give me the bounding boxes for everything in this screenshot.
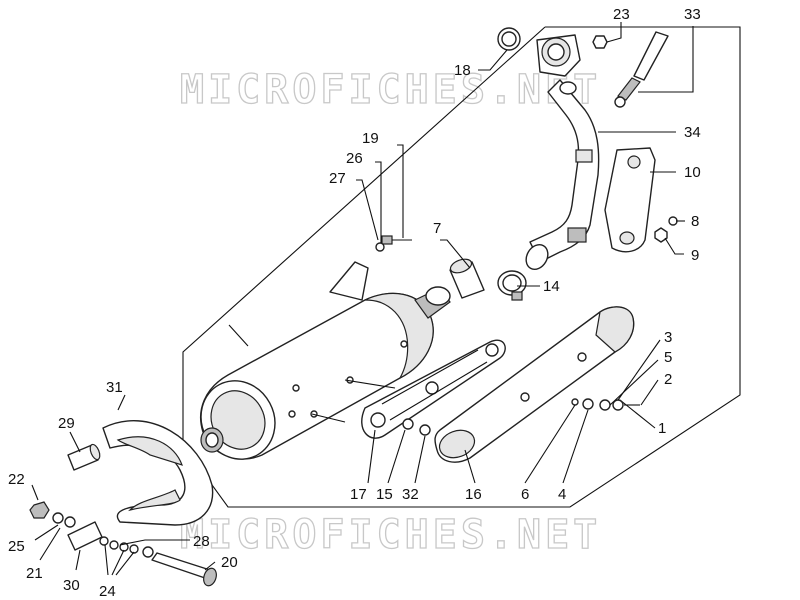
callout-24: 24 [99, 583, 116, 600]
leader-lines [31, 22, 694, 576]
callout-31: 31 [106, 379, 123, 396]
callout-10: 10 [684, 164, 701, 181]
washer-set [99, 536, 154, 558]
callout-2: 2 [664, 371, 672, 388]
watermark-bottom: MICROFICHES.NET [180, 512, 601, 558]
callout-30: 30 [63, 577, 80, 594]
support-bracket [102, 420, 214, 526]
muffler [199, 261, 451, 460]
exhaust-flange [536, 34, 581, 95]
callout-20: 20 [221, 554, 238, 571]
bracket-bolt [375, 235, 412, 252]
callout-14: 14 [543, 278, 560, 295]
callout-labels: 23 33 18 34 19 26 27 10 8 9 7 14 3 5 2 1… [8, 6, 701, 600]
gasket-ring [497, 27, 521, 51]
callout-29: 29 [58, 415, 75, 432]
callout-17: 17 [350, 486, 367, 503]
callout-7: 7 [433, 220, 441, 237]
heat-shield [434, 306, 635, 463]
exhaust-pipe [525, 79, 600, 271]
bracket-fasteners [402, 418, 431, 436]
callout-8: 8 [691, 213, 699, 230]
callout-27: 27 [329, 170, 346, 187]
callout-6: 6 [521, 486, 529, 503]
callout-28: 28 [193, 533, 210, 550]
mounting-bracket [361, 339, 506, 439]
lambda-sensor [614, 31, 669, 108]
pipe-heat-guard [604, 147, 656, 253]
callout-32: 32 [402, 486, 419, 503]
flange-nut [592, 35, 608, 49]
support-nut [29, 501, 76, 528]
watermark-top: MICROFICHES.NET [180, 67, 601, 113]
callout-16: 16 [465, 486, 482, 503]
long-bolt [151, 552, 217, 587]
callout-18: 18 [454, 62, 471, 79]
callout-22: 22 [8, 471, 25, 488]
callout-34: 34 [684, 124, 701, 141]
callout-26: 26 [346, 150, 363, 167]
callout-1: 1 [658, 420, 666, 437]
callout-33: 33 [684, 6, 701, 23]
spacer-tube [67, 443, 101, 471]
callout-21: 21 [26, 565, 43, 582]
callout-19: 19 [362, 130, 379, 147]
callout-3: 3 [664, 329, 672, 346]
guard-fasteners [654, 216, 678, 243]
callout-15: 15 [376, 486, 393, 503]
callout-5: 5 [664, 349, 672, 366]
callout-9: 9 [691, 247, 699, 264]
callout-4: 4 [558, 486, 566, 503]
pipe-clamp [497, 270, 527, 301]
callout-25: 25 [8, 538, 25, 555]
callout-23: 23 [613, 6, 630, 23]
